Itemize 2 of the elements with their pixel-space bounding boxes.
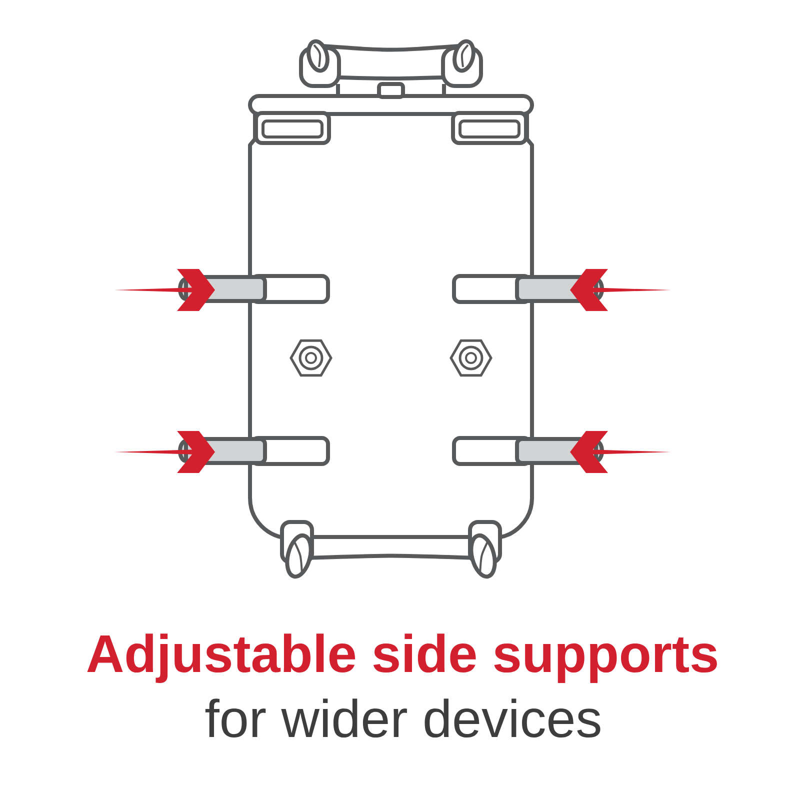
caption: for wider devices bbox=[205, 698, 600, 738]
title: Adjustable side supports bbox=[87, 634, 717, 683]
